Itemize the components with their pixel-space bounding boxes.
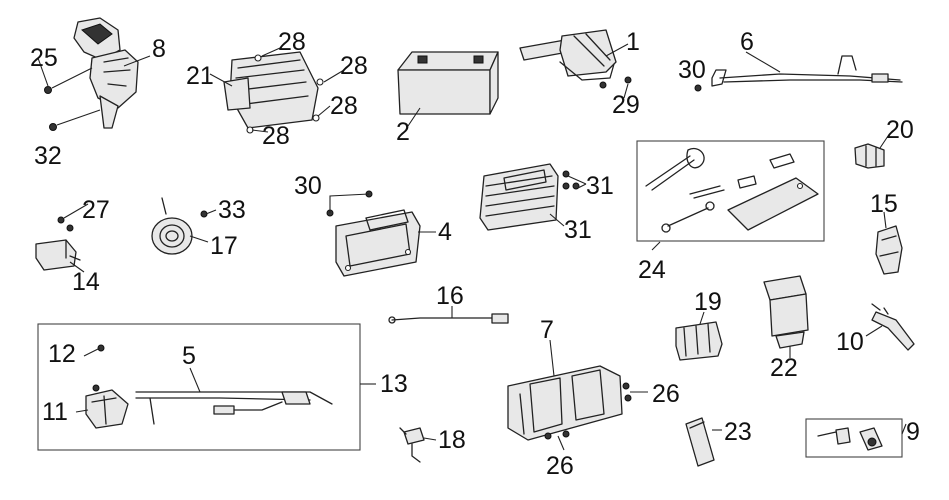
callout-28-b: 28 [340, 52, 368, 80]
callout-2: 2 [396, 118, 410, 146]
callout-26-b: 26 [546, 452, 574, 480]
part-ignition-switch [73, 17, 139, 129]
callout-10: 10 [836, 328, 864, 356]
callout-8: 8 [152, 35, 166, 63]
callout-28-d: 28 [262, 122, 290, 150]
part-23-booklet [685, 417, 715, 467]
part-21-cdi-unit [223, 51, 324, 134]
callout-11: 11 [42, 398, 68, 426]
callout-25: 25 [30, 44, 58, 72]
part-25-screw [44, 67, 93, 94]
callout-18: 18 [438, 426, 466, 454]
part-19-fuse-block [675, 321, 723, 361]
callout-28-a: 28 [278, 28, 306, 56]
callout-7: 7 [540, 316, 554, 344]
callout-33: 33 [218, 196, 246, 224]
callout-23: 23 [724, 418, 752, 446]
callout-19: 19 [694, 288, 722, 316]
part-18-plug [399, 427, 425, 463]
callout-21: 21 [186, 62, 214, 90]
callout-labels: 25 8 32 21 28 28 28 28 2 1 29 30 6 20 27… [30, 28, 920, 480]
part-24-tool-kit [636, 140, 825, 242]
part-9-kit [805, 418, 903, 458]
part-16-lead-wire [388, 313, 509, 324]
callout-13: 13 [380, 370, 408, 398]
part-13-harness-kit [37, 323, 361, 451]
part-1-ignition-coil [519, 29, 617, 81]
callout-27: 27 [82, 196, 110, 224]
part-6-wiring [694, 55, 903, 92]
part-20-connector [854, 143, 885, 169]
callout-24: 24 [638, 256, 666, 284]
leader-lines [37, 43, 907, 451]
part-22-relay [763, 275, 809, 349]
callout-31-b: 31 [564, 216, 592, 244]
part-7-box-assembly [507, 365, 632, 441]
callout-9: 9 [906, 418, 920, 446]
part-29-nut [599, 76, 632, 89]
part-15-bracket [875, 225, 903, 275]
callout-5: 5 [182, 342, 196, 370]
part-10-sensor [871, 303, 915, 351]
callout-30-b: 30 [294, 172, 322, 200]
callout-14: 14 [72, 268, 100, 296]
callout-22: 22 [770, 354, 798, 382]
callout-15: 15 [870, 190, 898, 218]
callout-31-a: 31 [586, 172, 614, 200]
callout-32: 32 [34, 142, 62, 170]
callout-26-a: 26 [652, 380, 680, 408]
part-14-relay [35, 216, 81, 271]
callout-29: 29 [612, 91, 640, 119]
part-31-regulator [479, 163, 580, 231]
part-32-screw [49, 109, 101, 131]
callout-12: 12 [48, 340, 76, 368]
part-17-horn [151, 197, 208, 255]
callout-16: 16 [436, 282, 464, 310]
callout-28-c: 28 [330, 92, 358, 120]
callout-1: 1 [626, 28, 640, 56]
callout-30-a: 30 [678, 56, 706, 84]
callout-17: 17 [210, 232, 238, 260]
callout-4: 4 [438, 218, 452, 246]
callout-20: 20 [886, 116, 914, 144]
callout-6: 6 [740, 28, 754, 56]
part-4-cover [326, 190, 421, 277]
part-2-battery [397, 51, 499, 115]
